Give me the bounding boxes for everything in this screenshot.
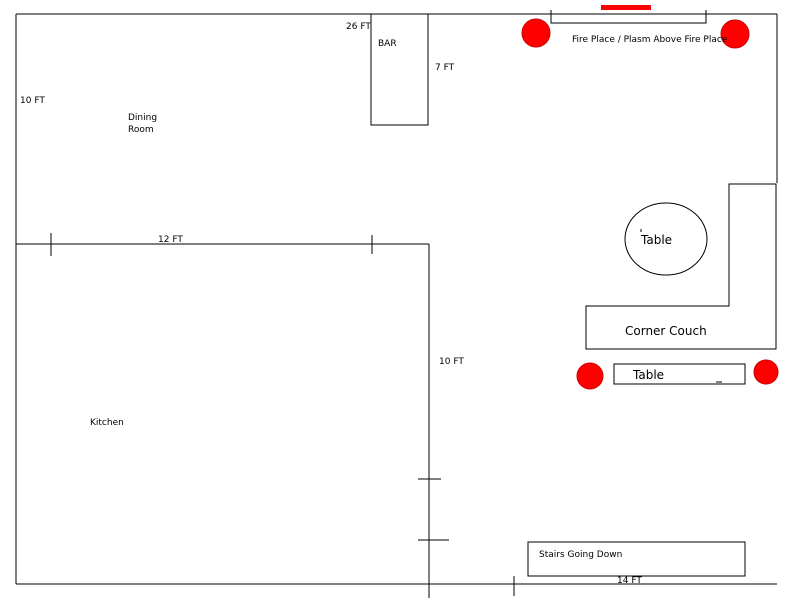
stairs-label: Stairs Going Down (539, 550, 622, 560)
fireplace-light-right (720, 19, 750, 49)
fireplace-label: Fire Place / Plasm Above Fire Place (572, 35, 728, 45)
bar-counter (370, 13, 429, 126)
dim-12ft-label: 12 FT (158, 235, 183, 245)
round-table-label: Table (640, 233, 672, 247)
dim-10ft-left-label: 10 FT (20, 96, 45, 106)
dim-26ft-label: 26 FT (346, 22, 371, 32)
fireplace-light-left (521, 18, 551, 48)
rect-table-label: Table (632, 368, 664, 382)
dining-room-label-line1: Dining (128, 113, 157, 123)
corner-couch (585, 183, 777, 350)
fireplace-outline (550, 10, 707, 24)
dim-7ft-label: 7 FT (435, 63, 455, 73)
stairs-box (527, 541, 746, 577)
dim-14ft-label: 14 FT (617, 576, 642, 586)
corner-couch-label: Corner Couch (625, 324, 707, 338)
table-light-left (576, 362, 604, 390)
bar-label: BAR (378, 39, 397, 49)
rect-table (613, 363, 746, 385)
plasma-tv-marker (601, 5, 651, 10)
table-light-right (753, 359, 779, 385)
dim-10ft-mid-label: 10 FT (439, 357, 464, 367)
dining-room-label-line2: Room (128, 125, 154, 135)
round-table (624, 202, 708, 276)
markers (521, 5, 779, 390)
kitchen-label: Kitchen (90, 418, 124, 428)
